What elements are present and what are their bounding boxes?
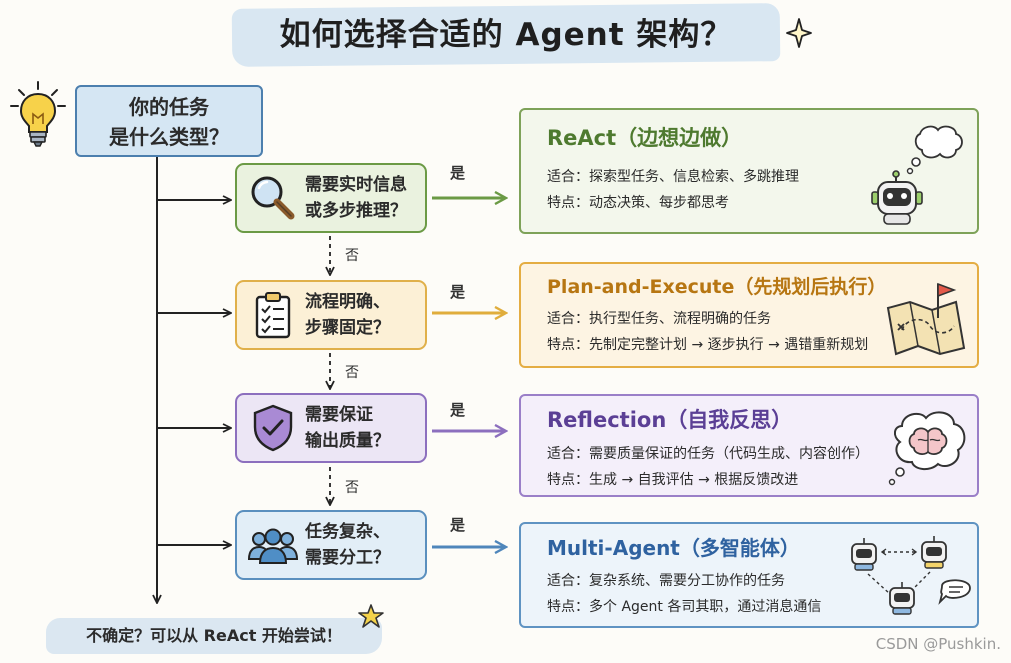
root-question-box: 你的任务 是什么类型？ (75, 85, 263, 157)
question-box-process: 流程明确、 步骤固定？ (235, 280, 427, 350)
map-with-flag-icon (886, 282, 966, 356)
yes-label-2: 是 (450, 283, 466, 301)
clipboard-checklist-icon (255, 292, 291, 339)
star-icon (358, 604, 384, 628)
lightbulb-icon (10, 81, 66, 147)
no-label-3: 否 (345, 480, 359, 496)
question-line: 步骤固定？ (305, 318, 390, 338)
question-box-teamwork: 任务复杂、 需要分工？ (235, 510, 427, 580)
question-line: 需要保证 (305, 405, 373, 425)
answer-feature: 特点：先制定完整计划 → 逐步执行 → 遇错重新规划 (547, 337, 869, 353)
team-icon (247, 528, 299, 564)
robot-bottom (889, 582, 915, 615)
yes-label-4: 是 (450, 516, 466, 534)
question-line: 需要分工？ (305, 548, 390, 568)
question-line: 任务复杂、 (305, 522, 390, 542)
yes-label-1: 是 (450, 164, 466, 182)
answer-title: ReAct（边想边做） (547, 126, 743, 150)
robot-right (921, 536, 947, 569)
answer-fit: 适合：复杂系统、需要分工协作的任务 (547, 573, 785, 589)
answer-feature: 特点：动态决策、每步都思考 (547, 195, 729, 211)
magnifier-icon (251, 176, 295, 220)
answer-fit: 适合：执行型任务、流程明确的任务 (547, 311, 771, 327)
answer-title: Reflection（自我反思） (547, 408, 793, 432)
question-line: 输出质量？ (305, 431, 390, 451)
shield-check-icon (253, 404, 293, 452)
page-title: 如何选择合适的 Agent 架构？ (279, 17, 733, 53)
robot-left (851, 538, 877, 571)
answer-title: Plan-and-Execute（先规划后执行） (547, 276, 887, 298)
answer-fit: 适合：需要质量保证的任务（代码生成、内容创作） (547, 446, 869, 462)
question-line: 需要实时信息 (305, 175, 407, 195)
answer-feature: 特点：多个 Agent 各司其职，通过消息通信 (547, 599, 822, 615)
bottom-note: 不确定？可以从 ReAct 开始尝试！ (46, 618, 382, 654)
answer-fit: 适合：探索型任务、信息检索、多跳推理 (547, 169, 799, 185)
answer-title: Multi-Agent（多智能体） (547, 536, 800, 560)
answer-feature: 特点：生成 → 自我评估 → 根据反馈改进 (547, 472, 799, 488)
question-box-realtime: 需要实时信息 或多步推理？ (235, 163, 427, 233)
thinking-robot-icon (871, 125, 963, 225)
multi-robot-icon (851, 536, 971, 615)
sparkle-icon (786, 18, 812, 48)
root-question-line-2: 是什么类型？ (109, 125, 229, 149)
no-label-2: 否 (345, 365, 359, 381)
no-label-1: 否 (345, 248, 359, 264)
brain-thought-icon (888, 411, 966, 486)
question-line: 流程明确、 (305, 292, 390, 312)
watermark: CSDN @Pushkin. (875, 635, 1001, 653)
yes-label-3: 是 (450, 401, 466, 419)
root-question-line-1: 你的任务 (129, 95, 209, 119)
question-line: 或多步推理？ (305, 201, 407, 221)
question-box-quality: 需要保证 输出质量？ (235, 393, 427, 463)
